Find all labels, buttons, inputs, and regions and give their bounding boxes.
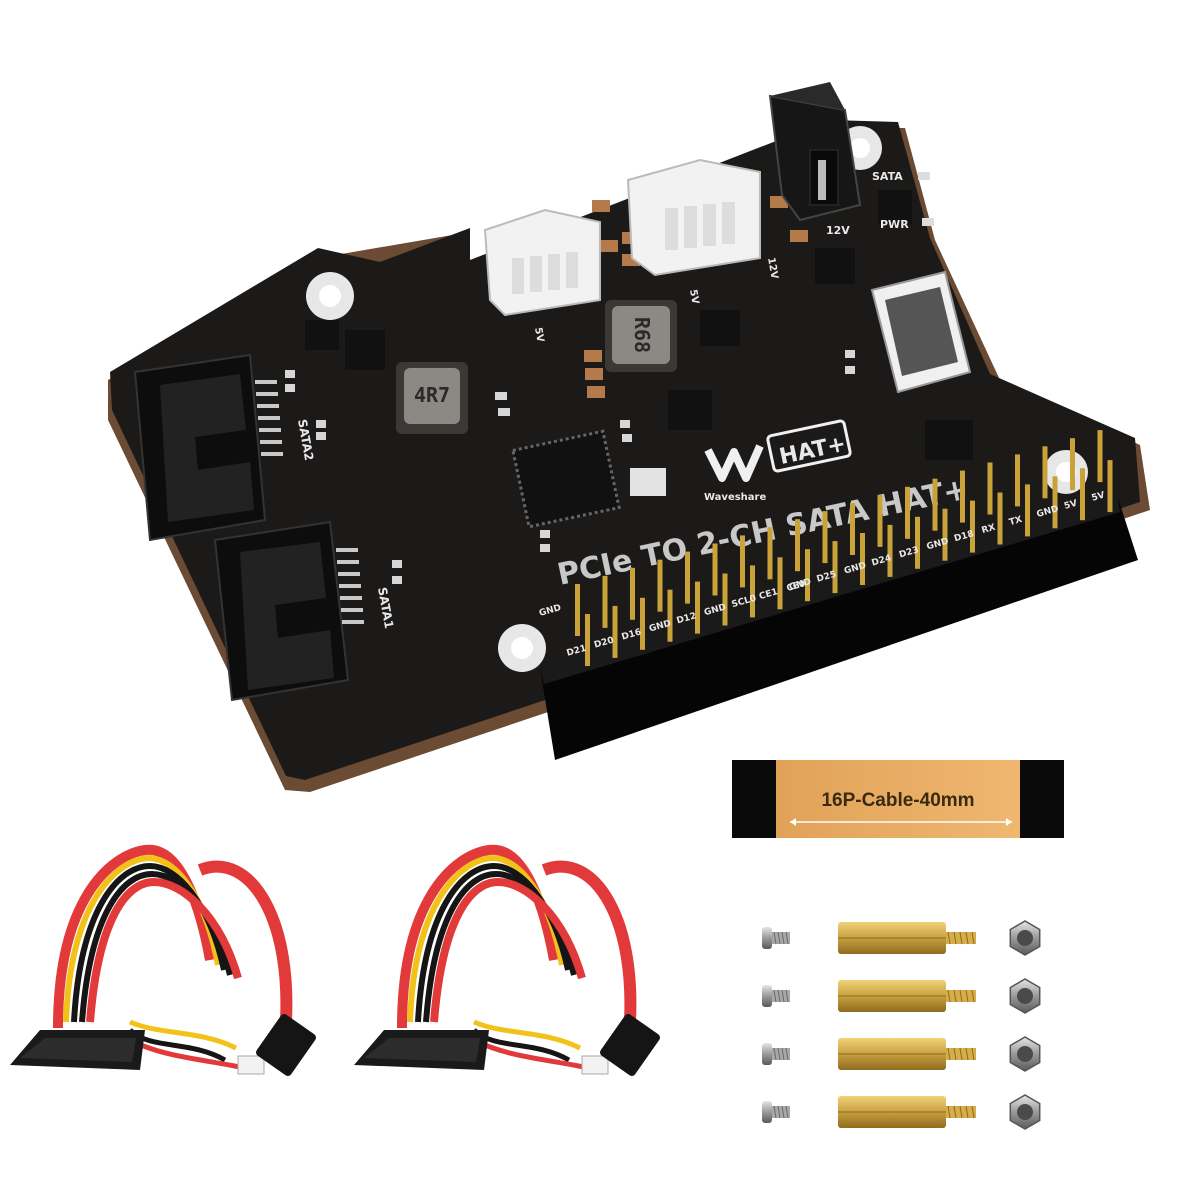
gpio-label: TX (1008, 515, 1023, 528)
brand-text: Waveshare (704, 492, 766, 503)
pcb (110, 120, 1140, 780)
controller-chip (511, 429, 621, 529)
gpio-pin (987, 462, 993, 515)
hex-nut (1009, 1094, 1041, 1130)
hex-nut (1009, 978, 1041, 1014)
fan-header-5v (483, 208, 601, 317)
hex-nut (1009, 1036, 1041, 1072)
gpio-pin (887, 524, 893, 577)
gpio-pin (1107, 460, 1113, 513)
gpio-pin (795, 519, 800, 572)
gpio-pin (832, 541, 838, 594)
gpio-pin (722, 573, 728, 626)
hex-nut (1009, 920, 1041, 956)
gpio-pin (740, 535, 745, 588)
gpio-pin (960, 470, 965, 523)
brass-standoff (838, 922, 976, 954)
ic-chip (878, 190, 912, 224)
sata-power-cable (354, 844, 660, 1076)
ic-chip (700, 310, 740, 346)
fan-5v-label-b: 5V (687, 289, 700, 306)
gpio-pin (1097, 430, 1103, 483)
ic-chip (345, 330, 385, 370)
brass-standoff (838, 1038, 976, 1070)
gpio-pin (1015, 454, 1020, 507)
sata-led-label: SATA (872, 170, 903, 183)
gpio-pin (712, 543, 718, 596)
gpio-pin (585, 614, 590, 666)
gpio-pin (1025, 484, 1030, 537)
waveshare-logo: Waveshare (704, 444, 766, 503)
gpio-label: 5V (1063, 499, 1079, 512)
gpio-pin (877, 494, 883, 547)
gpio-pin (997, 492, 1003, 545)
smd-resistors (285, 350, 855, 584)
gpio-pin (1052, 476, 1058, 529)
inductor-4r7: 4R7 (396, 362, 468, 434)
gpio-pin (915, 516, 920, 569)
inductor-label: R68 (630, 317, 654, 353)
brass-standoff (838, 980, 976, 1012)
brass-standoff (838, 1096, 976, 1128)
gpio-pin (860, 533, 865, 585)
dc-power-jack (768, 82, 862, 222)
gpio-label: RX (981, 523, 997, 536)
ic-chip (668, 390, 712, 430)
gpio-pin (822, 511, 828, 564)
gpio-pin (695, 581, 700, 634)
fan-12v-label: 12V (765, 257, 780, 280)
ic-chip (815, 248, 855, 284)
inductor-r68: R68 (605, 300, 677, 372)
gpio-pin (630, 567, 635, 620)
dc-12v-label: 12V (826, 224, 850, 237)
gpio-header (540, 430, 1138, 760)
gpio-label: 5V (1091, 491, 1107, 504)
crystal (630, 468, 666, 496)
gpio-pin (767, 527, 773, 580)
mounting-hole (498, 624, 546, 672)
sata-power-cable (10, 844, 316, 1076)
ic-chip (925, 420, 973, 460)
sata-hat-board: SATA2 SATA1 4R7 R68 (108, 82, 1150, 792)
gpio-pin (750, 565, 755, 618)
pwr-led-label: PWR (880, 218, 909, 231)
gpio-pins (575, 430, 1113, 666)
sata-led (918, 172, 930, 180)
screw (762, 1043, 790, 1065)
gpio-pin (932, 478, 938, 531)
gpio-pin (612, 605, 618, 658)
fan-5v-label: 5V (532, 327, 545, 344)
gpio-pin (777, 557, 783, 610)
ffc-cable: 16P-Cable-40mm (732, 760, 1064, 838)
pwr-led (922, 218, 934, 226)
gpio-pin (970, 500, 975, 553)
gpio-pin (805, 549, 810, 602)
gpio-pin (657, 559, 663, 612)
sata2-connector (133, 353, 283, 542)
gpio-pin (667, 589, 673, 642)
ffc-cable-label: 16P-Cable-40mm (821, 790, 974, 811)
gpio-pin (1080, 468, 1085, 521)
gpio-pin (685, 551, 690, 604)
gpio-pin (850, 503, 855, 555)
gpio-pin (1070, 438, 1075, 491)
gpio-pin (640, 597, 645, 650)
fan-header-12v (626, 158, 761, 277)
pcie-ffc-connector (870, 270, 972, 394)
screw (762, 927, 790, 949)
gpio-pin (942, 508, 948, 561)
gpio-pin (602, 575, 608, 628)
gpio-pin (1042, 446, 1048, 499)
gpio-pin (905, 486, 910, 539)
ic-chip (305, 320, 339, 350)
inductor-label: 4R7 (414, 383, 450, 407)
screw (762, 1101, 790, 1123)
mounting-hole (306, 272, 354, 320)
mounting-hardware (762, 920, 1041, 1130)
sata1-connector (213, 520, 364, 702)
screw (762, 985, 790, 1007)
gpio-pin (575, 584, 580, 636)
